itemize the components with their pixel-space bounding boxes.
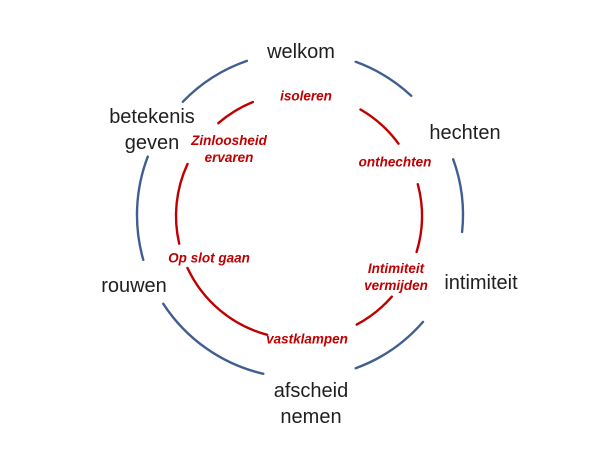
outer-arc-afscheid-rouwen <box>162 302 265 375</box>
outer-arc-rouwen-betekenis <box>135 155 149 262</box>
outer-arc-intimiteit-afscheid <box>354 320 425 370</box>
inner-arc-isoleren-onthechten <box>359 108 400 145</box>
inner-arc-vermijden-vastklampen <box>355 295 393 326</box>
outer-label-afscheid-nemen: afscheid nemen <box>273 380 349 428</box>
outer-label-welkom: welkom <box>267 41 335 63</box>
outer-label-intimiteit: intimiteit <box>444 272 518 294</box>
inner-label-isoleren: isoleren <box>280 88 332 104</box>
outer-arc-welkom-hechten <box>354 60 413 97</box>
outer-arc-hechten-intimiteit <box>452 158 465 234</box>
outer-arc-betekenis-welkom <box>181 59 249 103</box>
inner-arc-onthechten-vermijden <box>415 183 424 254</box>
inner-arc-zinloosheid-isoleren <box>217 100 255 125</box>
inner-label-op-slot-gaan: Op slot gaan <box>168 250 250 266</box>
inner-arc-vastklampen-opslot <box>186 266 269 336</box>
inner-label-onthechten: onthechten <box>358 154 432 170</box>
outer-label-rouwen: rouwen <box>101 275 167 297</box>
inner-label-intimiteit-vermijden: Intimiteit vermijden <box>364 261 428 293</box>
inner-label-zinloosheid-ervaren: Zinloosheid ervaren <box>191 133 267 165</box>
inner-arc-opslot-zinloosheid <box>174 162 189 245</box>
outer-label-betekenis-geven: betekenis geven <box>109 106 195 154</box>
inner-label-vastklampen: vastklampen <box>266 331 348 347</box>
outer-label-hechten: hechten <box>429 122 501 144</box>
